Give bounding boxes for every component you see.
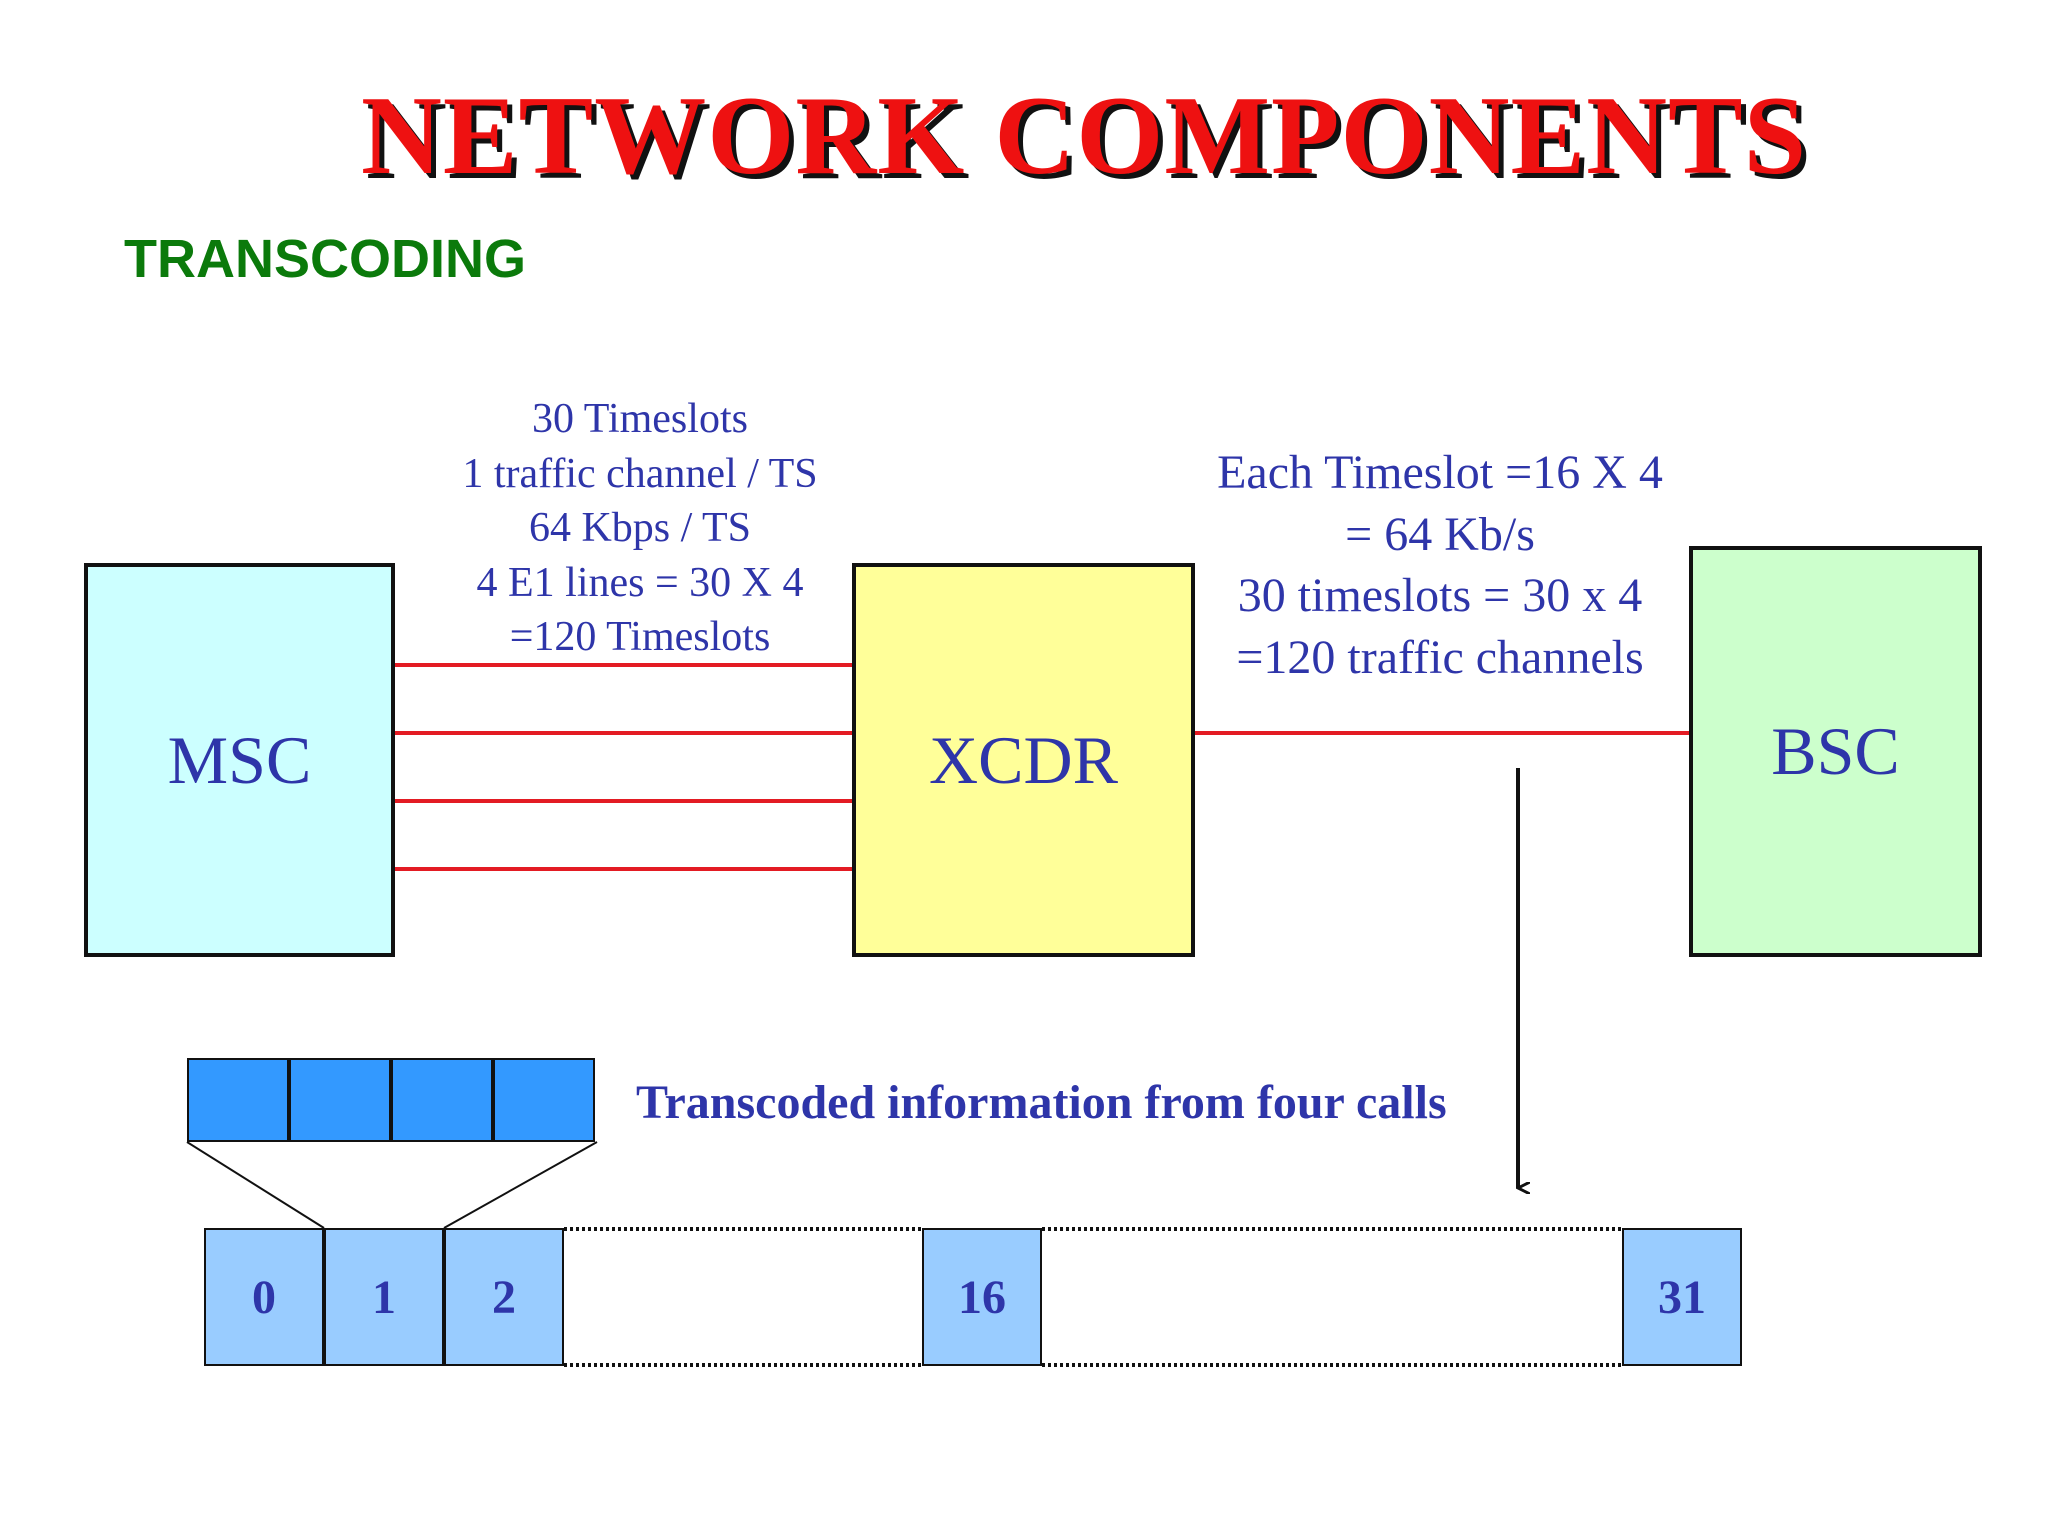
timeslot-cell: 1 bbox=[324, 1228, 444, 1366]
timeslot-cell: 0 bbox=[204, 1228, 324, 1366]
timeslot-number: 31 bbox=[1658, 1270, 1706, 1324]
slide-subtitle: TRANSCODING bbox=[124, 229, 526, 289]
timeslot-cell: 31 bbox=[1622, 1228, 1742, 1366]
xcdr-label: XCDR bbox=[929, 721, 1118, 798]
expand-line-right bbox=[443, 1141, 598, 1229]
timeslot-number: 1 bbox=[372, 1270, 396, 1324]
note-line: 64 Kbps / TS bbox=[528, 505, 752, 551]
call-cell bbox=[187, 1058, 289, 1142]
bsc-box: BSC bbox=[1689, 546, 1982, 957]
note-line: = 64 Kb/s bbox=[1345, 507, 1535, 561]
msc-box: MSC bbox=[84, 563, 395, 957]
note-line: 30 timeslots = 30 x 4 bbox=[1237, 569, 1643, 622]
call-cell bbox=[391, 1058, 493, 1142]
msc-xcdr-link-notes: 30 Timeslots 1 traffic channel / TS 64 K… bbox=[390, 392, 890, 665]
expand-line-left bbox=[186, 1141, 325, 1229]
timeslot-cell: 2 bbox=[444, 1228, 564, 1366]
timeslot-cell: 16 bbox=[922, 1228, 1042, 1366]
call-cell bbox=[493, 1058, 595, 1142]
xcdr-bsc-link-notes: Each Timeslot =16 X 4 = 64 Kb/s 30 times… bbox=[1170, 442, 1710, 688]
bsc-label: BSC bbox=[1771, 713, 1900, 789]
timeslot-number: 16 bbox=[958, 1270, 1006, 1324]
slide-title: NETWORK COMPONENTS bbox=[360, 74, 1808, 198]
msc-label: MSC bbox=[167, 721, 312, 798]
timeslot-number: 2 bbox=[492, 1270, 516, 1324]
note-line: 1 traffic channel / TS bbox=[462, 450, 818, 497]
timeslot-number: 0 bbox=[252, 1270, 276, 1324]
xcdr-box: XCDR bbox=[852, 563, 1195, 957]
note-line: Each Timeslot =16 X 4 bbox=[1217, 446, 1663, 499]
note-line: =120 traffic channels bbox=[1236, 630, 1644, 684]
note-line: 4 E1 lines = 30 X 4 bbox=[476, 559, 804, 606]
call-cell bbox=[289, 1058, 391, 1142]
note-line: 30 Timeslots bbox=[532, 396, 748, 442]
transcoded-info-label: Transcoded information from four calls bbox=[636, 1076, 1447, 1129]
note-line: =120 Timeslots bbox=[509, 614, 771, 660]
